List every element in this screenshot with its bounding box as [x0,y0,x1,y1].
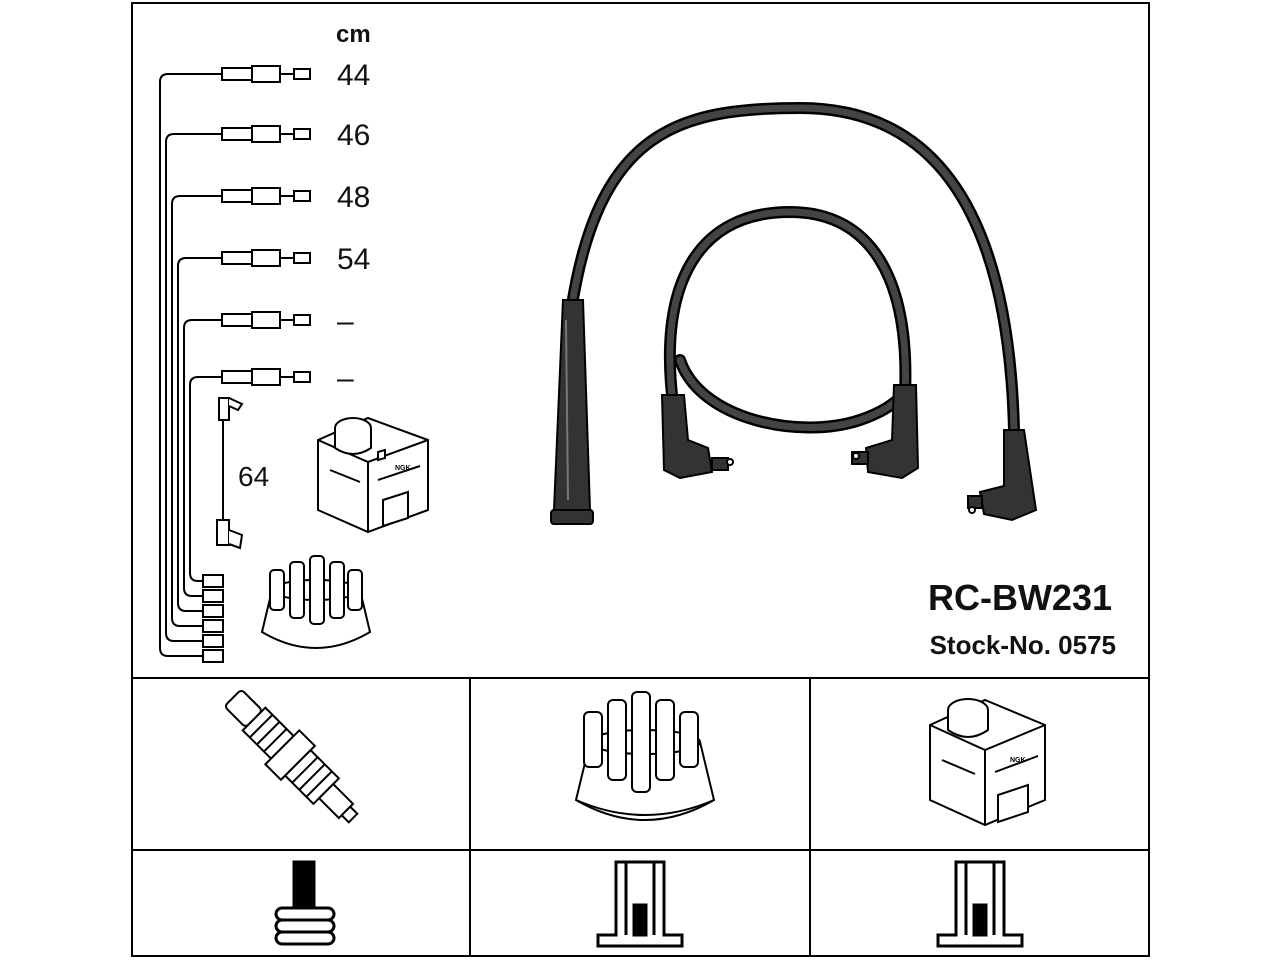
coil-brand-text-large: NGK [1010,757,1026,764]
stock-number: Stock-No. 0575 [930,630,1116,660]
lead-wire [165,133,222,642]
lead-connector-body [221,313,253,327]
plug-connector-thread-icon [274,860,336,946]
diagram-frame [131,2,1150,957]
straight-plug-boot [550,299,594,525]
angled-plug-boot-left [660,394,734,480]
spark-plug-icon [224,689,359,824]
ignition-coil-icon: NGK [929,698,1046,827]
lead-length-label: 48 [337,181,370,214]
lead-row: 46 [165,119,370,648]
lead-connector-tip [293,128,311,140]
lead-connector-boot [251,249,281,267]
lead-connector-tip [293,371,311,383]
lead-wire [189,376,222,582]
lead-length-list: 44 46 48 54 – – [159,59,370,663]
ignition-coil-small-icon: NGK [317,416,429,534]
coil-lead-length: 64 [238,461,269,492]
lead-length-label: 46 [337,119,370,152]
lead-connector-boot [251,368,281,386]
coil-connector-icon [936,860,1024,948]
lead-row: 48 [171,181,370,633]
lead-connector-boot [251,65,281,83]
lead-connector-body [221,251,253,265]
coil-lead [216,397,244,550]
lead-length-label: 44 [337,59,370,92]
lead-terminal [202,574,224,588]
lead-length-label: – [337,362,354,395]
lead-connector-tip [293,252,311,264]
lead-connector-body [221,189,253,203]
angled-plug-boot-middle [851,384,920,480]
lead-row: – [189,362,354,588]
lead-terminal [202,619,224,633]
lead-connector-boot [251,125,281,143]
lead-wire [171,195,222,627]
distributor-connector-icon [596,860,684,948]
distributor-cap-icon [574,691,716,821]
coil-brand-text: NGK [395,465,411,472]
distributor-cap-small-icon [260,555,372,649]
lead-row: 54 [177,243,370,618]
lead-connector-boot [251,311,281,329]
lead-length-label: – [337,305,354,338]
lead-terminal [202,604,224,618]
lead-row: 44 [159,59,370,663]
lead-connector-body [221,127,253,141]
angled-plug-boot-right [967,429,1038,522]
lead-terminal [202,649,224,663]
lead-terminal [202,589,224,603]
lead-connector-tip [293,190,311,202]
unit-label: cm [336,21,371,48]
lead-connector-tip [293,314,311,326]
product-code: RC-BW231 [928,577,1112,618]
lead-terminal [202,634,224,648]
lead-wire [177,257,222,612]
lead-connector-tip [293,68,311,80]
lead-wire [159,73,222,657]
panel-dividers [131,677,1150,957]
lead-connector-boot [251,187,281,205]
lead-connector-body [221,67,253,81]
lead-length-label: 54 [337,243,370,276]
lead-connector-body [221,370,253,384]
lead-wire [183,319,222,597]
ignition-cable-set [566,101,1020,436]
lead-row: – [183,305,354,603]
